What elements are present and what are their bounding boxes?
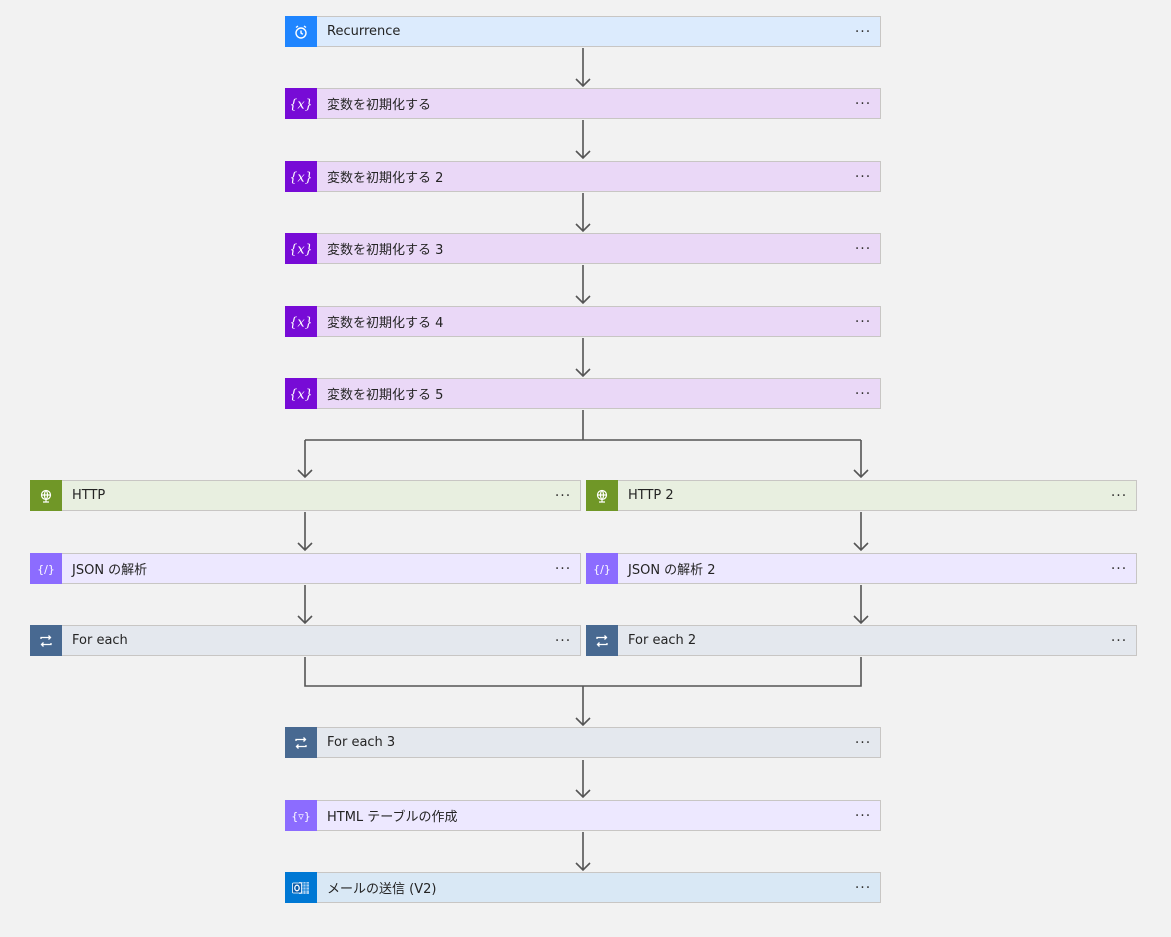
connector-arrow (575, 265, 591, 305)
connector-arrow (297, 512, 313, 552)
step-label: For each 2 (628, 633, 697, 648)
more-options-icon[interactable]: ··· (854, 734, 872, 751)
step-label: HTTP 2 (628, 488, 674, 503)
step-send-email[interactable]: メールの送信 (V2) ··· (285, 872, 881, 903)
more-options-icon[interactable]: ··· (854, 385, 872, 402)
more-options-icon[interactable]: ··· (854, 240, 872, 257)
more-options-icon[interactable]: ··· (854, 807, 872, 824)
svg-text:{▿}: {▿} (291, 810, 311, 823)
svg-text:{x}: {x} (291, 315, 311, 330)
connector-arrow (575, 120, 591, 160)
alarm-clock-icon (285, 16, 317, 47)
variable-icon: {x} (285, 161, 317, 192)
data-operation-icon: {▿} (285, 800, 317, 831)
step-label: 変数を初期化する 4 (327, 316, 444, 331)
more-options-icon[interactable]: ··· (1110, 560, 1128, 577)
step-init-variable-2[interactable]: {x} 変数を初期化する 2 ··· (285, 161, 881, 192)
step-parse-json-2[interactable]: {∕} JSON の解析 2 ··· (586, 553, 1137, 584)
connector-arrow (575, 48, 591, 88)
svg-text:{∕}: {∕} (37, 563, 55, 576)
step-label: 変数を初期化する 2 (327, 171, 444, 186)
step-for-each-2[interactable]: For each 2 ··· (586, 625, 1137, 656)
svg-text:{x}: {x} (291, 387, 311, 402)
step-http-2[interactable]: HTTP 2 ··· (586, 480, 1137, 511)
step-label: HTML テーブルの作成 (327, 810, 458, 825)
more-options-icon[interactable]: ··· (854, 23, 872, 40)
connector-arrow (853, 512, 869, 552)
globe-icon (30, 480, 62, 511)
step-label: 変数を初期化する (327, 98, 432, 113)
step-label: For each 3 (327, 735, 396, 750)
variable-icon: {x} (285, 306, 317, 337)
step-label: HTTP (72, 488, 106, 503)
more-options-icon[interactable]: ··· (554, 560, 572, 577)
more-options-icon[interactable]: ··· (1110, 487, 1128, 504)
step-label: JSON の解析 2 (628, 563, 716, 578)
step-for-each-1[interactable]: For each ··· (30, 625, 581, 656)
step-init-variable-4[interactable]: {x} 変数を初期化する 4 ··· (285, 306, 881, 337)
svg-text:{x}: {x} (291, 242, 311, 257)
step-init-variable-5[interactable]: {x} 変数を初期化する 5 ··· (285, 378, 881, 409)
more-options-icon[interactable]: ··· (854, 313, 872, 330)
step-parse-json-1[interactable]: {∕} JSON の解析 ··· (30, 553, 581, 584)
more-options-icon[interactable]: ··· (1110, 632, 1128, 649)
connector-arrow (575, 760, 591, 799)
loop-icon (586, 625, 618, 656)
svg-text:{x}: {x} (291, 170, 311, 185)
connector-arrow (853, 585, 869, 625)
step-for-each-3[interactable]: For each 3 ··· (285, 727, 881, 758)
step-create-html-table[interactable]: {▿} HTML テーブルの作成 ··· (285, 800, 881, 831)
connector-arrow (575, 338, 591, 378)
connector-branch-split (297, 410, 869, 479)
step-label: 変数を初期化する 5 (327, 388, 444, 403)
data-operation-icon: {∕} (586, 553, 618, 584)
more-options-icon[interactable]: ··· (854, 95, 872, 112)
step-label: メールの送信 (V2) (327, 882, 437, 897)
step-http-1[interactable]: HTTP ··· (30, 480, 581, 511)
svg-text:{∕}: {∕} (593, 563, 611, 576)
more-options-icon[interactable]: ··· (854, 879, 872, 896)
more-options-icon[interactable]: ··· (554, 632, 572, 649)
more-options-icon[interactable]: ··· (554, 487, 572, 504)
step-init-variable-1[interactable]: {x} 変数を初期化する ··· (285, 88, 881, 119)
connector-arrow (575, 832, 591, 872)
connector-arrow (575, 193, 591, 233)
step-label: JSON の解析 (72, 563, 148, 578)
step-label: 変数を初期化する 3 (327, 243, 444, 258)
svg-text:{x}: {x} (291, 97, 311, 112)
loop-icon (285, 727, 317, 758)
step-init-variable-3[interactable]: {x} 変数を初期化する 3 ··· (285, 233, 881, 264)
step-label: Recurrence (327, 24, 401, 39)
variable-icon: {x} (285, 88, 317, 119)
more-options-icon[interactable]: ··· (854, 168, 872, 185)
data-operation-icon: {∕} (30, 553, 62, 584)
loop-icon (30, 625, 62, 656)
variable-icon: {x} (285, 233, 317, 264)
step-recurrence[interactable]: Recurrence ··· (285, 16, 881, 47)
outlook-icon (285, 872, 317, 903)
connector-branch-merge (304, 657, 862, 727)
globe-icon (586, 480, 618, 511)
step-label: For each (72, 633, 128, 648)
connector-arrow (297, 585, 313, 625)
variable-icon: {x} (285, 378, 317, 409)
